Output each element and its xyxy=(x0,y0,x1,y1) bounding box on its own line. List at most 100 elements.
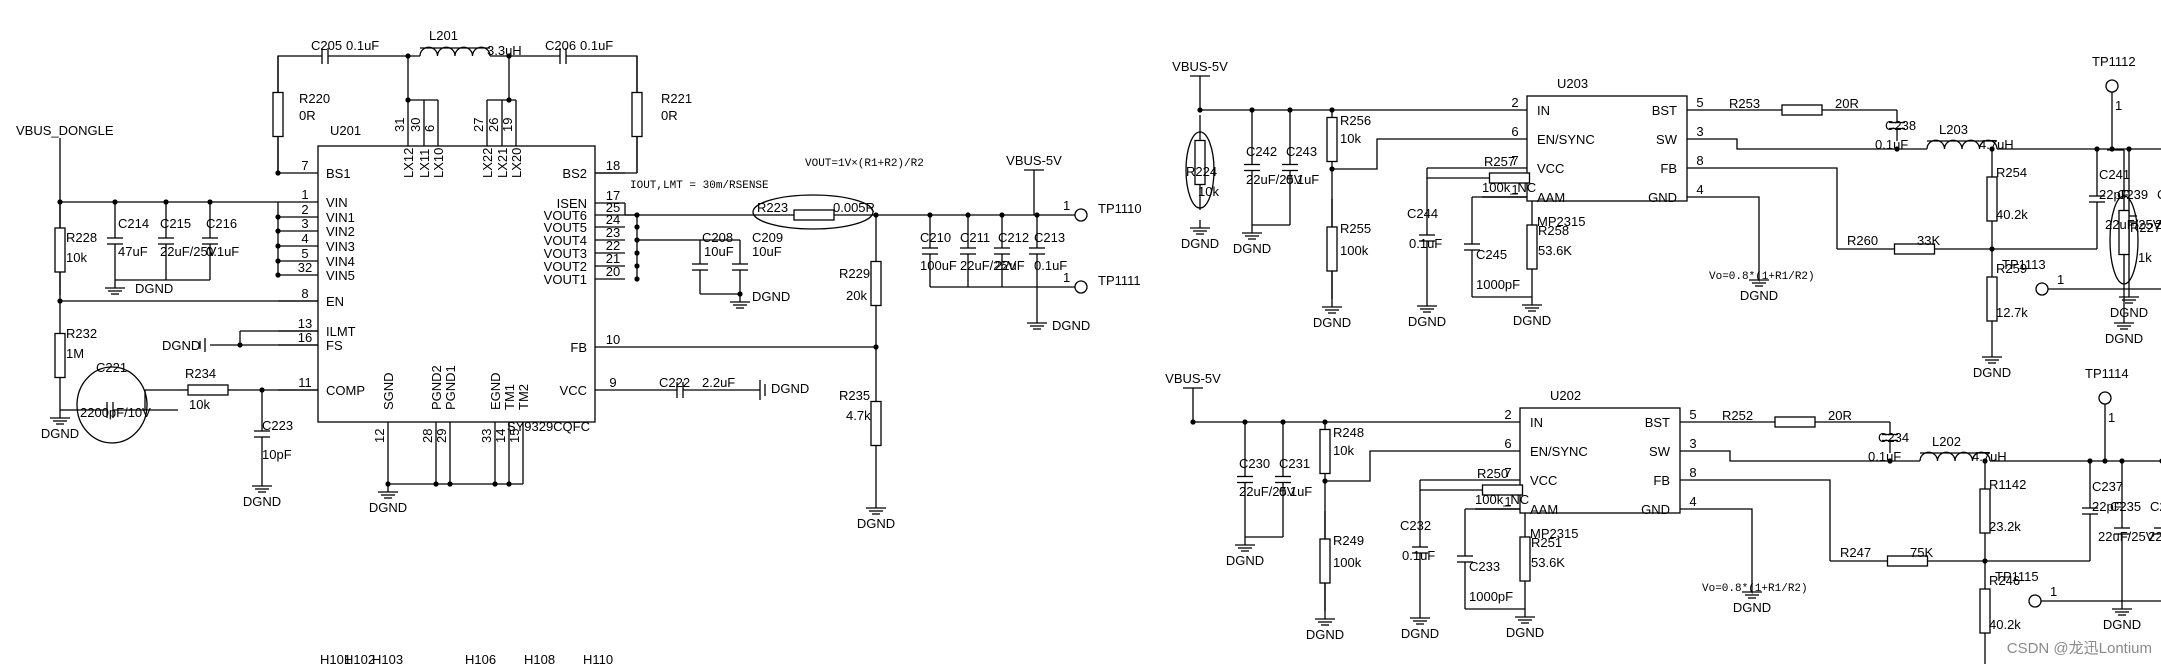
ground-label: DGND xyxy=(2103,617,2141,632)
value-c234: 0.1uF xyxy=(1868,449,1901,464)
pin-name: FB xyxy=(1660,161,1677,176)
ref-c236: C236 xyxy=(2150,499,2161,514)
tp-pin: 1 xyxy=(1063,270,1070,285)
value-c241: 22pF xyxy=(2099,187,2129,202)
c241-capacitor xyxy=(2089,195,2105,203)
ref-r260: R260 xyxy=(1847,233,1878,248)
ground-u201 xyxy=(378,484,398,499)
pin-number: 22 xyxy=(606,238,620,253)
pin-number: 13 xyxy=(298,316,312,331)
value-c236: 22uF/25V xyxy=(2148,529,2161,544)
pin-name: SW xyxy=(1656,132,1678,147)
value-c238: 0.1uF xyxy=(1875,137,1908,152)
junction-dot xyxy=(1887,458,1893,464)
u201-ref: U201 xyxy=(330,123,361,138)
ref-r234: R234 xyxy=(185,366,216,381)
ground-u203 xyxy=(1749,272,1769,287)
wire xyxy=(1192,388,1475,423)
pin-name: VOUT4 xyxy=(544,233,587,248)
ref-tp1114: TP1114 xyxy=(2085,366,2129,381)
pin-name: TM2 xyxy=(516,384,531,410)
value-r260: 33K xyxy=(1917,233,1940,248)
pin-number: 1 xyxy=(301,187,308,202)
value-c232: 0.1uF xyxy=(1402,548,1435,563)
pin-name: EN/SYNC xyxy=(1537,132,1595,147)
ground-en-u202 xyxy=(1315,611,1335,626)
pin-number: 14 xyxy=(493,429,508,443)
r255-resistor xyxy=(1326,226,1338,272)
ref-c235: C235 xyxy=(2110,499,2141,514)
junction-dot xyxy=(2109,146,2115,152)
wire xyxy=(1727,196,1760,272)
pin-name: AAM xyxy=(1537,190,1565,205)
formula-u203: Vo=0.8*(1+R1/R2) xyxy=(1709,271,1815,283)
value-r232: 1M xyxy=(66,346,84,361)
ref-r248: R248 xyxy=(1333,425,1364,440)
pin-name: SGND xyxy=(381,372,396,410)
pin-name: BST xyxy=(1652,103,1677,118)
mounting-hole-ref: H108 xyxy=(524,652,555,664)
ground-label: DGND xyxy=(1306,627,1344,642)
ref-c243: C243 xyxy=(1286,144,1317,159)
u201-body xyxy=(317,145,596,423)
r221-resistor xyxy=(631,91,643,138)
ref-c211: C211 xyxy=(960,230,990,245)
ref-r252: R252 xyxy=(1722,408,1753,423)
tp1115-testpoint xyxy=(2028,594,2042,608)
c206-capacitor xyxy=(559,48,567,64)
ref-r224: R224 xyxy=(1186,164,1217,179)
pin-number: 2 xyxy=(301,202,308,217)
ref-r251: R251 xyxy=(1531,535,1562,550)
ref-l202: L202 xyxy=(1932,434,1961,449)
ground-u202 xyxy=(1742,584,1762,599)
value-r1142: 23.2k xyxy=(1989,519,2021,534)
ref-r253: R253 xyxy=(1729,96,1760,111)
pin-number: 29 xyxy=(434,429,449,443)
pin-number: 3 xyxy=(1689,436,1696,451)
pin-number: 8 xyxy=(301,286,308,301)
ref-c240: C240 xyxy=(2157,187,2161,202)
c209-capacitor xyxy=(732,263,748,271)
ground-vcc-u203 xyxy=(1417,298,1437,313)
ref-c232: C232 xyxy=(1400,518,1431,533)
value-r247: 75K xyxy=(1910,545,1933,560)
ref-l201: L201 xyxy=(429,28,458,43)
pin-name: SW xyxy=(1649,444,1671,459)
junction-dot xyxy=(506,97,512,103)
pin-name: LX21 xyxy=(495,148,510,178)
ground-label: DGND xyxy=(752,289,790,304)
pin-name: BST xyxy=(1645,415,1670,430)
watermark: CSDN @龙迅Lontium xyxy=(2007,640,2152,657)
value-c215: 22uF/25V xyxy=(160,244,217,259)
pin-number: 3 xyxy=(301,216,308,231)
junction-dot xyxy=(275,243,281,249)
c237-capacitor xyxy=(2082,507,2098,515)
ground-label: DGND xyxy=(1313,315,1351,330)
pin-number: 8 xyxy=(1696,153,1703,168)
pin-number: 19 xyxy=(500,118,515,132)
component-layer xyxy=(50,46,2161,664)
ref-c206: C206 xyxy=(545,38,576,53)
c245-capacitor xyxy=(1464,243,1480,251)
pin-name: GND xyxy=(1641,502,1670,517)
u201-part: SY9329CQFC xyxy=(507,419,590,434)
ground-input-u202 xyxy=(1235,537,1255,552)
junction-dot xyxy=(634,224,640,230)
wire-layer xyxy=(57,53,2161,661)
pin-name: BS1 xyxy=(326,166,351,181)
value-r252: 20R xyxy=(1828,408,1852,423)
ref-c238: C238 xyxy=(1885,118,1916,133)
pin-name: LX20 xyxy=(509,148,524,178)
r260-resistor xyxy=(1893,243,1936,255)
ref-r258: R258 xyxy=(1538,223,1569,238)
value-r255: 100k xyxy=(1340,243,1369,258)
ref-r255: R255 xyxy=(1340,221,1371,236)
junction-dot xyxy=(634,212,640,218)
ref-c215: C215 xyxy=(160,216,191,231)
pin-name: PGND1 xyxy=(443,365,458,410)
ref-r228: R228 xyxy=(66,230,97,245)
r227-resistor xyxy=(2118,209,2130,256)
pin-number: 4 xyxy=(1696,182,1703,197)
pin-name: VIN4 xyxy=(326,254,355,269)
value-c239: 22uF/25V xyxy=(2105,217,2161,232)
